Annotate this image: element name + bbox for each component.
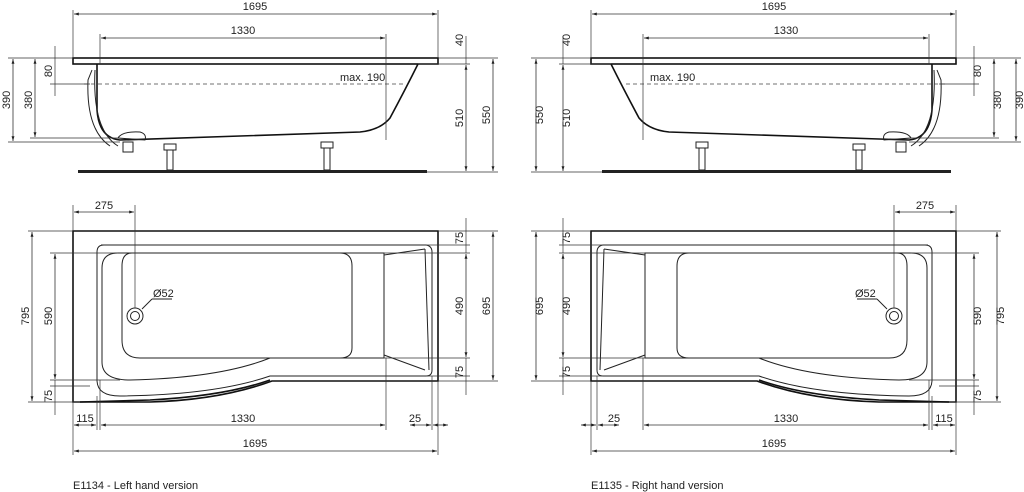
dim-1695-top: 1695 bbox=[243, 438, 267, 450]
right-hand-shapes bbox=[531, 10, 1021, 455]
dim-390: 390 bbox=[1014, 91, 1024, 109]
dim-80: 80 bbox=[43, 65, 55, 77]
caption-left: E1134 - Left hand version bbox=[73, 480, 198, 492]
dim-490: 490 bbox=[561, 297, 573, 315]
dim-795: 795 bbox=[995, 307, 1007, 325]
dim-590: 590 bbox=[972, 307, 984, 325]
dim-25: 25 bbox=[608, 413, 620, 425]
dim-1330-top: 1330 bbox=[231, 413, 255, 425]
dim-75-top: 75 bbox=[454, 232, 466, 244]
dim-795: 795 bbox=[20, 307, 32, 325]
dim-75-bottom: 75 bbox=[43, 390, 55, 402]
water-level: max. 190 bbox=[650, 72, 695, 84]
dim-590: 590 bbox=[43, 307, 55, 325]
dim-550: 550 bbox=[534, 106, 546, 124]
dim-1695-top: 1695 bbox=[762, 438, 786, 450]
dim-275: 275 bbox=[95, 200, 113, 212]
dim-1695: 1695 bbox=[243, 1, 267, 13]
dim-550: 550 bbox=[481, 106, 493, 124]
right-labels: 1695 1330 max. 190 390 380 80 40 510 550… bbox=[534, 1, 1024, 492]
dim-1330: 1330 bbox=[231, 25, 255, 37]
drain-diameter: Ø52 bbox=[855, 288, 876, 300]
dim-380: 380 bbox=[992, 91, 1004, 109]
dim-1330: 1330 bbox=[774, 25, 798, 37]
dim-25: 25 bbox=[409, 413, 421, 425]
left-labels: 1695 1330 max. 190 390 380 80 40 510 550… bbox=[1, 1, 493, 492]
dim-40: 40 bbox=[561, 34, 573, 46]
dim-490: 490 bbox=[454, 297, 466, 315]
dim-510: 510 bbox=[454, 109, 466, 127]
dim-275: 275 bbox=[916, 200, 934, 212]
dim-380: 380 bbox=[23, 91, 35, 109]
water-level: max. 190 bbox=[340, 72, 385, 84]
dim-40: 40 bbox=[454, 34, 466, 46]
dim-1330-top: 1330 bbox=[774, 413, 798, 425]
dim-75-lower: 75 bbox=[454, 366, 466, 378]
dim-80: 80 bbox=[972, 65, 984, 77]
dim-695: 695 bbox=[481, 297, 493, 315]
dim-115: 115 bbox=[76, 413, 94, 425]
dim-510: 510 bbox=[561, 109, 573, 127]
dim-75-lower: 75 bbox=[561, 366, 573, 378]
dim-75-top: 75 bbox=[561, 232, 573, 244]
dim-390: 390 bbox=[1, 91, 13, 109]
dim-75-bottom: 75 bbox=[972, 390, 984, 402]
drain-diameter: Ø52 bbox=[153, 288, 174, 300]
dim-695: 695 bbox=[534, 297, 546, 315]
dim-1695: 1695 bbox=[762, 1, 786, 13]
caption-right: E1135 - Right hand version bbox=[591, 480, 724, 492]
left-hand-shapes bbox=[8, 10, 498, 455]
dim-115: 115 bbox=[935, 413, 953, 425]
